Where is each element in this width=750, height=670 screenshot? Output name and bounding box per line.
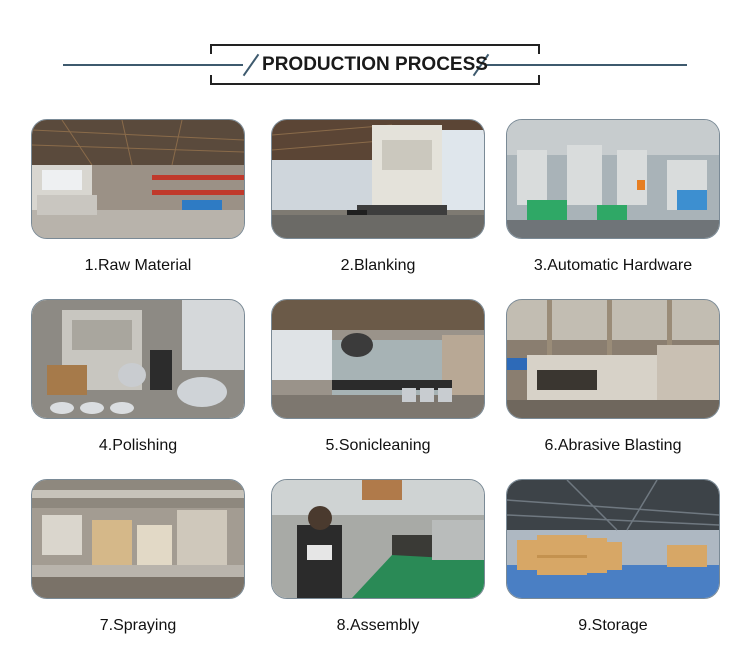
photo-raw-material [31,119,245,239]
photo-automatic-hardware [506,119,720,239]
photo-assembly [271,479,485,599]
step-label: 6.Abrasive Blasting [544,437,682,454]
step-label: 1.Raw Material [84,257,192,274]
title-frame: PRODUCTION PROCESS [210,44,540,85]
photo-spraying [31,479,245,599]
photo-abrasive-blasting [506,299,720,419]
step-label: 5.Sonicleaning [325,437,431,454]
step-label: 2.Blanking [340,257,416,274]
photo-storage [506,479,720,599]
step-label: 3.Automatic Hardware [533,257,693,274]
photo-sonicleaning [271,299,485,419]
header-rule-right [487,64,687,66]
step-label: 9.Storage [578,617,648,634]
step-label: 7.Spraying [99,617,177,634]
header: PRODUCTION PROCESS [0,0,750,110]
step-label: 8.Assembly [336,617,420,634]
page-title: PRODUCTION PROCESS [262,54,488,75]
photo-blanking [271,119,485,239]
header-rule-left [63,64,243,66]
photo-polishing [31,299,245,419]
step-label: 4.Polishing [98,437,178,454]
